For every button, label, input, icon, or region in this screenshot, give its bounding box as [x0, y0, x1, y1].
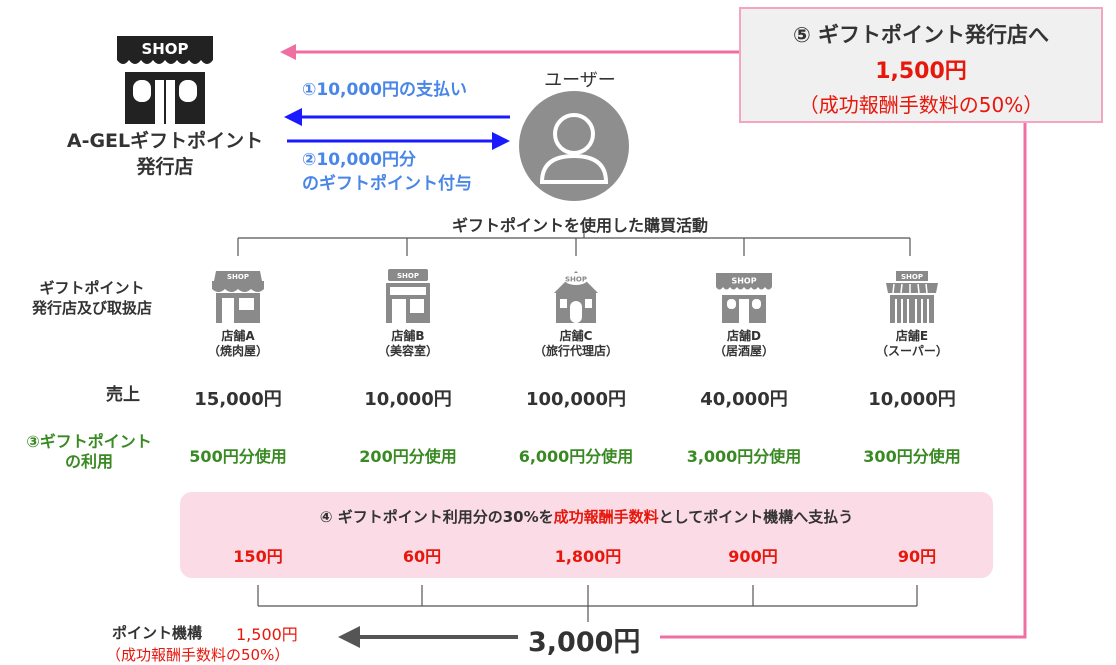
- fee-bracket: [257, 585, 918, 622]
- svg-text:SHOP: SHOP: [227, 273, 249, 281]
- store-d: SHOP 店舗D （居酒屋）: [674, 265, 814, 359]
- store-d-usage: 3,000円分使用: [686, 447, 802, 466]
- svg-text:SHOP: SHOP: [731, 277, 756, 286]
- store-name: 店舗C: [559, 329, 593, 343]
- grant-label-line1: ②10,000円分: [302, 150, 416, 170]
- issuer-commission-note: （成功報酬手数料の50%）: [798, 93, 1044, 117]
- point-organization-label: ポイント機構: [112, 624, 203, 642]
- shop-icon: SHOP: [117, 36, 213, 124]
- store-a-fee: 150円: [233, 547, 283, 566]
- row-label-usage-line2: の利用: [64, 452, 113, 471]
- issuer-name: A-GELギフトポイント 発行店: [40, 128, 290, 180]
- issuer-name-line2: 発行店: [136, 156, 194, 178]
- store-type: （美容室）: [377, 344, 438, 358]
- shop-icon: SHOP: [212, 271, 264, 323]
- shop-icon: SHOP: [386, 269, 430, 323]
- commission-fee-box: [180, 492, 993, 578]
- payment-arrowhead: [284, 108, 302, 126]
- store-e-sales: 10,000円: [868, 389, 956, 410]
- store-b-usage: 200円分使用: [359, 447, 457, 466]
- store-a-sales: 15,000円: [194, 389, 282, 410]
- issuer-name-line1: A-GELギフトポイント: [66, 130, 264, 152]
- row-label-stores-line1: ギフトポイント: [39, 279, 145, 297]
- total-to-org-arrowhead: [338, 626, 360, 648]
- issuer-commission-box: ⑤ ギフトポイント発行店へ 1,500円 （成功報酬手数料の50%）: [739, 7, 1103, 123]
- payment-label: ①10,000円の支払い: [302, 80, 467, 100]
- pink-return-line: [660, 123, 1027, 639]
- purchase-activity-title: ギフトポイントを使用した購買活動: [451, 216, 708, 235]
- point-organization-amount: 1,500円: [236, 625, 298, 644]
- store-e: SHOP 店舗E （スーパー）: [842, 265, 982, 359]
- svg-text:SHOP: SHOP: [565, 276, 587, 284]
- store-type: （スーパー）: [876, 344, 948, 358]
- grant-arrowhead: [492, 132, 510, 150]
- row-label-sales: 売上: [106, 385, 140, 405]
- store-name: 店舗E: [895, 329, 929, 343]
- row-label-stores-line2: 発行店及び取扱店: [31, 299, 152, 317]
- store-c-sales: 100,000円: [526, 389, 626, 410]
- purchase-bracket: [237, 228, 911, 256]
- total-commission: 3,000円: [528, 627, 641, 658]
- store-type: （居酒屋）: [713, 344, 774, 358]
- store-e-fee: 90円: [897, 547, 937, 566]
- store-d-sales: 40,000円: [700, 389, 788, 410]
- store-a-usage: 500円分使用: [189, 447, 287, 466]
- row-label-usage: ③ギフトポイント の利用: [14, 432, 164, 472]
- user-avatar-icon: [519, 91, 629, 201]
- commission-fee-title: ④ ギフトポイント利用分の30%を成功報酬手数料としてポイント機構へ支払う: [180, 506, 993, 527]
- point-organization-note: （成功報酬手数料の50%）: [106, 646, 290, 664]
- row-label-stores: ギフトポイント 発行店及び取扱店: [12, 278, 172, 318]
- store-b: SHOP 店舗B （美容室）: [338, 265, 478, 359]
- store-a: SHOP 店舗A （焼肉屋）: [168, 265, 308, 359]
- issuer-commission-title: ⑤ ギフトポイント発行店へ: [792, 23, 1050, 47]
- pink-arrowhead: [280, 44, 296, 60]
- issuer-commission-amount: 1,500円: [875, 59, 967, 84]
- store-type: （焼肉屋）: [207, 344, 268, 358]
- store-c-usage: 6,000円分使用: [518, 447, 634, 466]
- store-b-sales: 10,000円: [364, 389, 452, 410]
- shop-icon: SHOP: [886, 271, 938, 323]
- user-label: ユーザー: [544, 70, 616, 91]
- store-name: 店舗B: [391, 329, 425, 343]
- svg-text:SHOP: SHOP: [397, 272, 419, 280]
- grant-label-line2: のギフトポイント付与: [302, 174, 472, 194]
- svg-text:SHOP: SHOP: [141, 40, 188, 58]
- store-e-usage: 300円分使用: [863, 447, 961, 466]
- store-c-fee: 1,800円: [554, 547, 622, 566]
- svg-text:SHOP: SHOP: [901, 273, 923, 281]
- store-name: 店舗D: [727, 329, 761, 343]
- store-c: SHOP 店舗C （旅行代理店）: [506, 265, 646, 359]
- row-label-usage-line1: ③ギフトポイント: [26, 432, 152, 451]
- store-d-fee: 900円: [728, 547, 778, 566]
- fee-title-suffix: としてポイント機構へ支払う: [658, 508, 854, 526]
- fee-title-prefix: ④ ギフトポイント利用分の30%を: [319, 508, 554, 526]
- store-type: （旅行代理店）: [533, 344, 618, 358]
- fee-title-highlight: 成功報酬手数料: [553, 508, 659, 526]
- store-name: 店舗A: [221, 329, 255, 343]
- store-b-fee: 60円: [402, 547, 442, 566]
- shop-icon: SHOP: [716, 273, 772, 323]
- shop-icon: SHOP: [554, 271, 598, 323]
